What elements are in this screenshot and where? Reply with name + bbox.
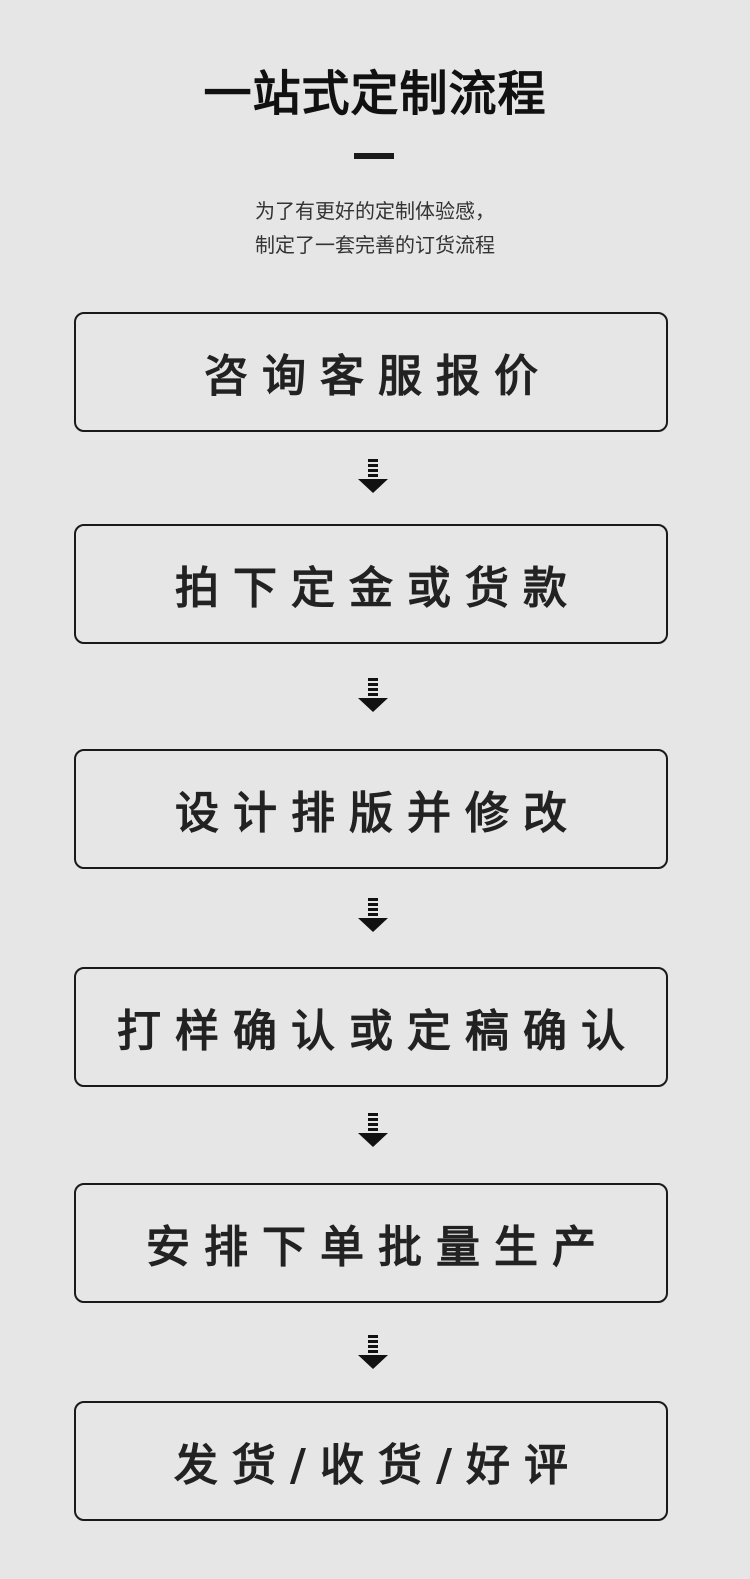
subtitle-line-1: 为了有更好的定制体验感， <box>255 199 495 223</box>
arrow-down-icon <box>358 1113 388 1147</box>
step-box-1: 咨询客服报价 <box>74 312 668 432</box>
arrow-down-icon <box>358 898 388 932</box>
subtitle: 为了有更好的定制体验感， 制定了一套完善的订货流程 <box>0 194 750 262</box>
arrow-down-icon <box>358 1335 388 1369</box>
step-box-6: 发货/收货/好评 <box>74 1401 668 1521</box>
subtitle-line-2: 制定了一套完善的订货流程 <box>255 233 495 257</box>
step-label-1: 咨询客服报价 <box>204 351 552 402</box>
step-box-5: 安排下单批量生产 <box>74 1183 668 1303</box>
arrow-down-icon <box>358 459 388 493</box>
arrow-down-icon <box>358 678 388 712</box>
page-title: 一站式定制流程 <box>203 66 547 122</box>
step-label-4: 打样确认或定稿确认 <box>117 1006 639 1057</box>
step-label-5: 安排下单批量生产 <box>146 1222 610 1273</box>
step-box-2: 拍下定金或货款 <box>74 524 668 644</box>
step-box-3: 设计排版并修改 <box>74 749 668 869</box>
step-label-3: 设计排版并修改 <box>175 788 581 839</box>
step-box-4: 打样确认或定稿确认 <box>74 967 668 1087</box>
title-underline <box>354 153 394 159</box>
step-label-6: 发货/收货/好评 <box>173 1440 583 1491</box>
step-label-2: 拍下定金或货款 <box>175 563 581 614</box>
